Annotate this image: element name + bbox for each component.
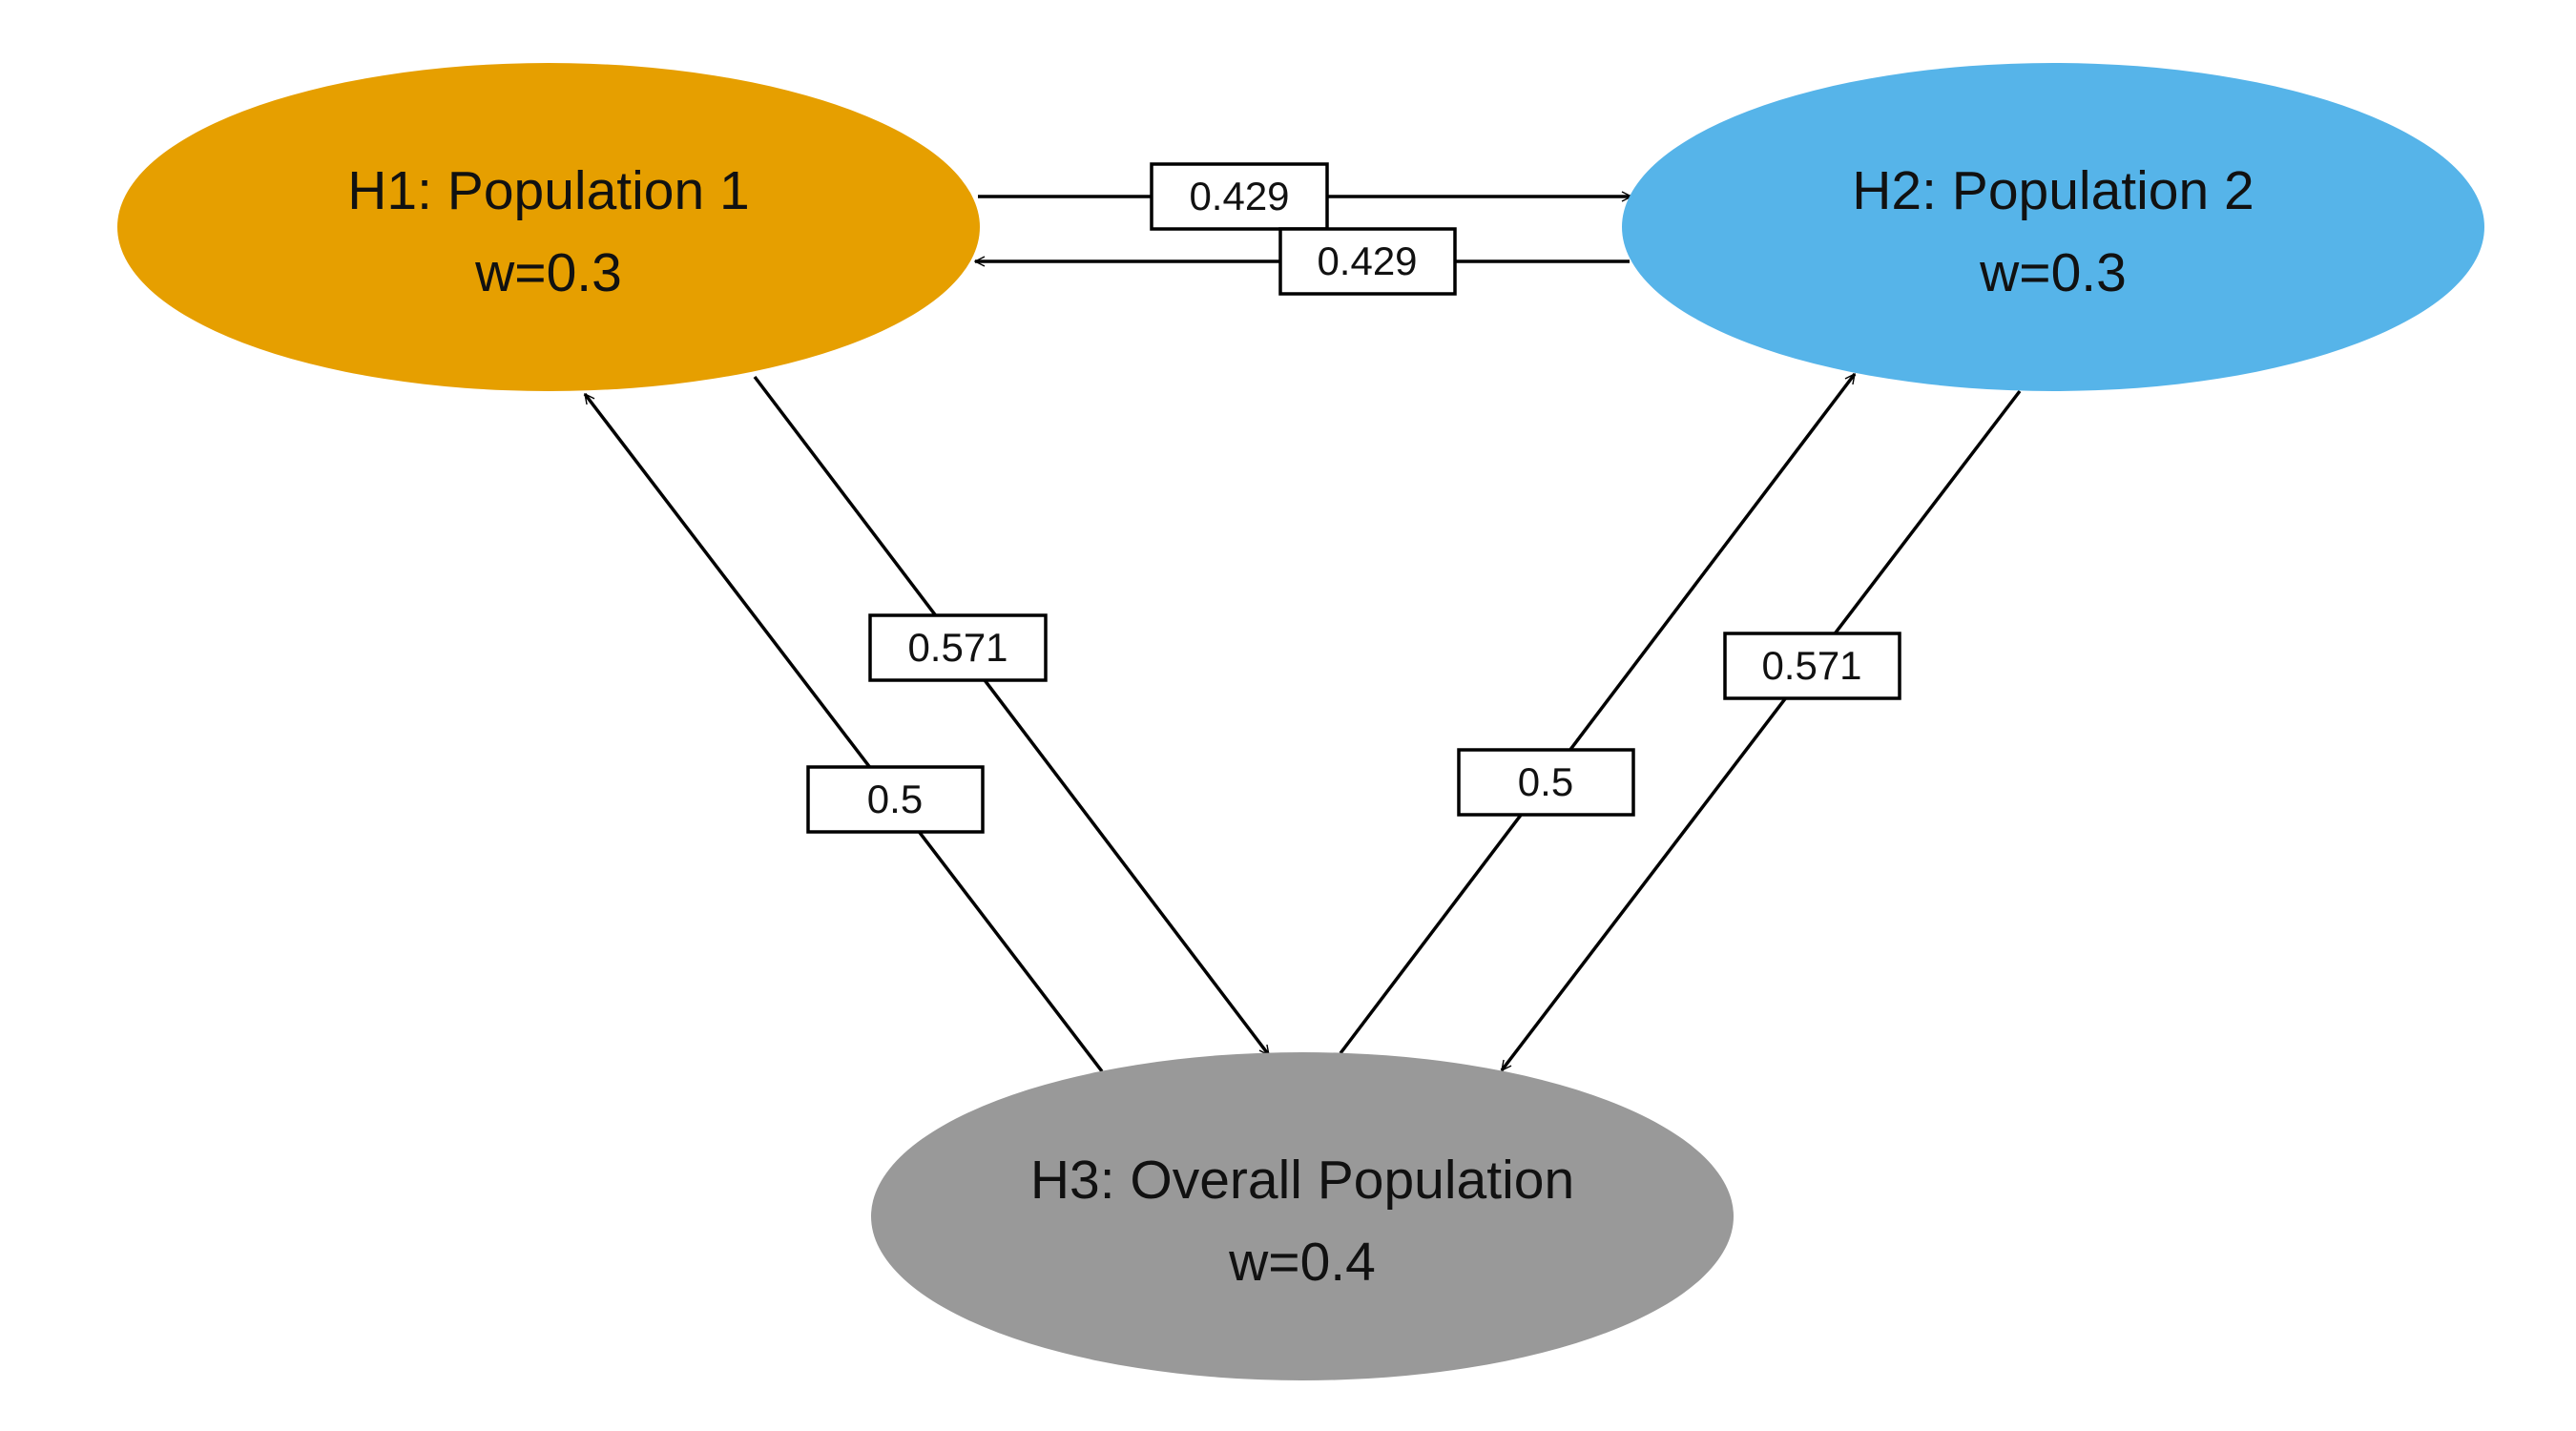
edge-weight-h1-to-h2: 0.429 [1189,174,1289,218]
edge-label-box-h1-to-h2 [1150,162,1329,231]
edge-line-h1-to-h3 [753,375,1271,1055]
node-h3: H3: Overall Population w=0.4 [871,1052,1734,1380]
edge-line-h2-to-h3 [1500,389,2022,1070]
edge-h2-to-h3: 0.571 [1500,389,2022,1070]
node-h2-weight: w=0.3 [1979,242,2127,303]
node-h3-weight: w=0.4 [1228,1232,1376,1293]
edge-label-box-h2-to-h3 [1723,632,1901,700]
edge-line-h3-to-h2 [1339,374,1857,1055]
node-h2-name: H2: Population 2 [1852,160,2254,221]
edge-line-h3-to-h1 [583,394,1104,1073]
node-h3-name: H3: Overall Population [1030,1150,1574,1211]
node-h2: H2: Population 2 w=0.3 [1622,63,2484,391]
edge-weight-h3-to-h2: 0.5 [1518,759,1573,804]
edge-weight-h1-to-h3: 0.571 [907,625,1008,670]
edge-label-box-h1-to-h3 [868,613,1048,682]
edge-weight-h2-to-h1: 0.429 [1317,238,1417,283]
node-h2-ellipse [1622,63,2484,391]
edge-h2-to-h1: 0.429 [975,227,1630,296]
node-h1: H1: Population 1 w=0.3 [117,63,980,391]
edges: 0.429 0.429 0.571 0.5 0.5 [583,162,2022,1073]
edge-h1-to-h2: 0.429 [978,162,1631,231]
edge-weight-h3-to-h1: 0.5 [867,777,923,821]
edge-h3-to-h2: 0.5 [1339,374,1857,1055]
edge-weight-h2-to-h3: 0.571 [1761,643,1861,688]
edge-label-box-h2-to-h1 [1278,227,1457,296]
edge-h1-to-h3: 0.571 [753,375,1271,1055]
node-h1-ellipse [117,63,980,391]
edge-h3-to-h1: 0.5 [583,394,1104,1073]
edge-label-box-h3-to-h1 [806,765,985,834]
node-h1-weight: w=0.3 [474,242,622,303]
node-h1-name: H1: Population 1 [347,160,749,221]
node-h3-ellipse [871,1052,1734,1380]
edge-label-box-h3-to-h2 [1457,748,1635,817]
nodes: H1: Population 1 w=0.3 H2: Population 2 … [117,63,2484,1380]
